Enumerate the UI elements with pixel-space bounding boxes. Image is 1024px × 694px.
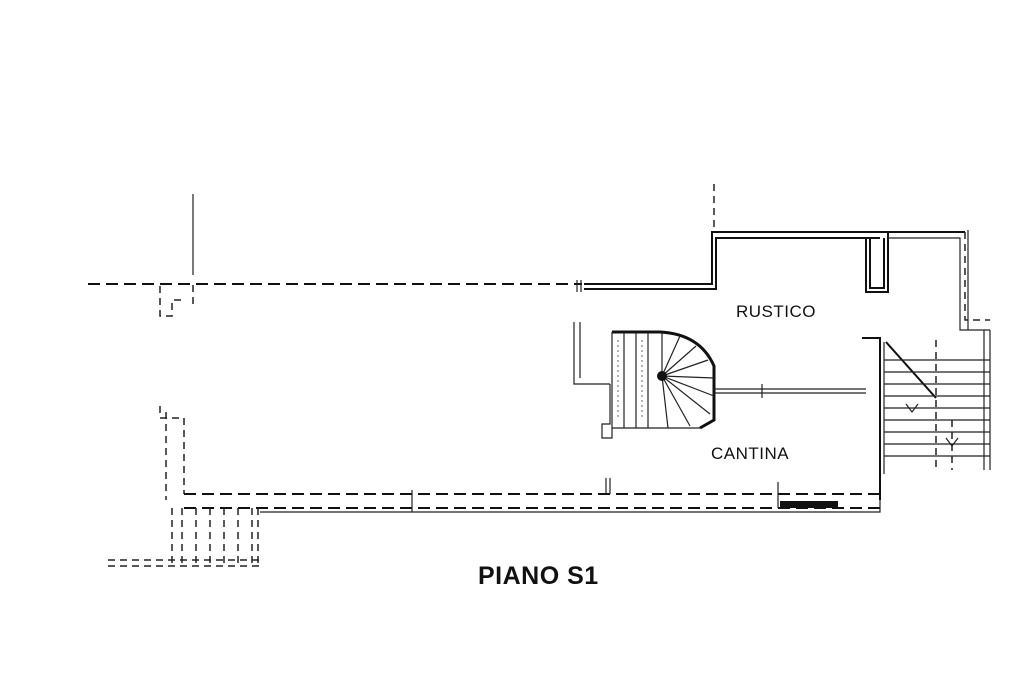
spiral-staircase <box>573 322 716 439</box>
north-boundary-left <box>88 194 582 317</box>
partition-wall <box>714 384 866 398</box>
floor-title: PIANO S1 <box>478 562 599 590</box>
room-label-cantina: CANTINA <box>711 444 790 463</box>
rustico-walls <box>584 184 990 331</box>
right-staircase <box>862 330 991 500</box>
room-label-rustico: RUSTICO <box>736 302 816 321</box>
south-walls <box>159 406 881 513</box>
exterior-steps <box>108 508 260 567</box>
